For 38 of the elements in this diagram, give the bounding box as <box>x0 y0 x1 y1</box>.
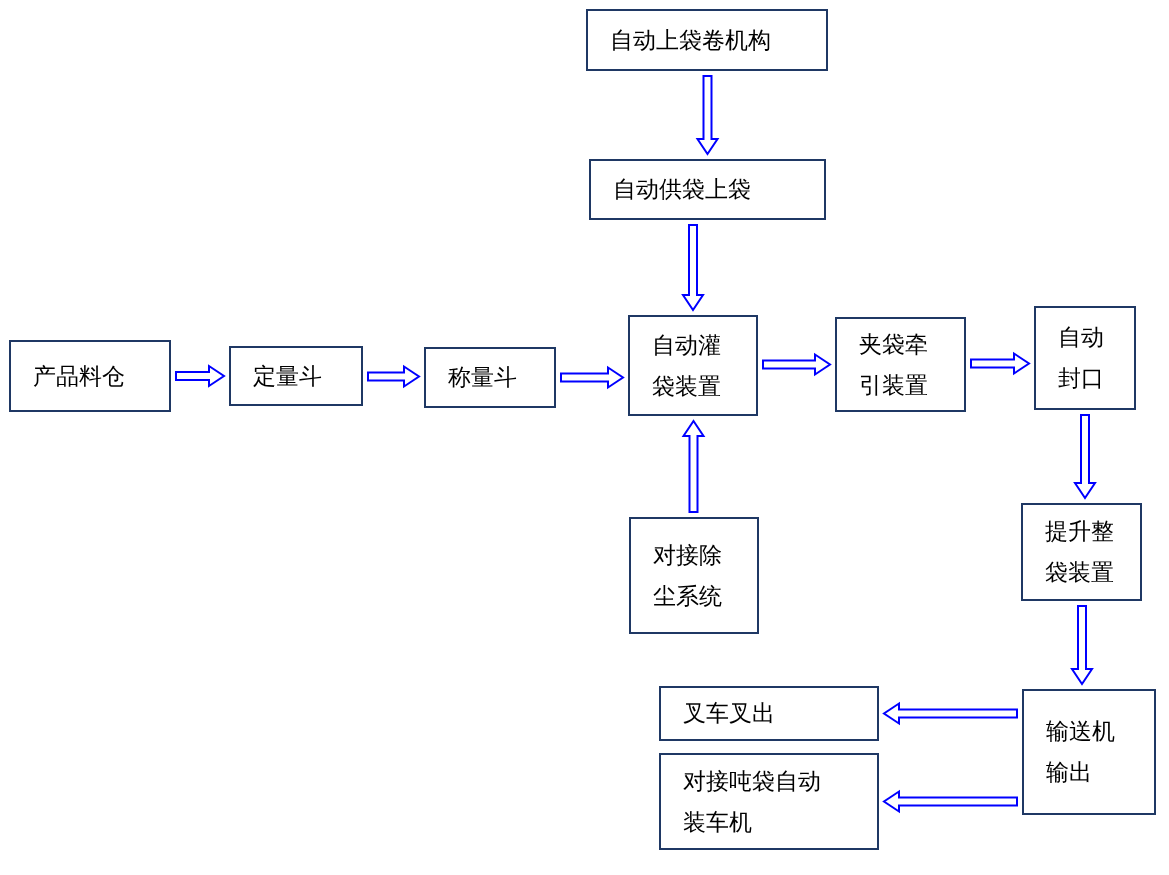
block-arrow <box>175 364 226 388</box>
process-box <box>659 686 879 741</box>
process-box <box>628 315 758 416</box>
box-label: 对接吨袋自动装车机 <box>683 767 822 837</box>
process-box <box>1021 503 1142 601</box>
box-label: 称量斗 <box>448 364 518 392</box>
block-arrow <box>970 351 1031 376</box>
block-arrow <box>681 224 705 312</box>
box-label: 叉车叉出 <box>683 700 776 728</box>
process-box <box>424 347 556 408</box>
box-label: 对接除尘系统 <box>653 541 723 611</box>
process-box <box>586 9 828 71</box>
process-box <box>229 346 363 406</box>
process-box <box>835 317 966 412</box>
process-box <box>659 753 879 850</box>
box-label: 定量斗 <box>253 362 323 391</box>
box-label: 自动封口 <box>1058 324 1105 393</box>
block-arrow <box>367 364 421 389</box>
box-label: 自动供袋上袋 <box>613 176 752 204</box>
process-box <box>629 517 759 634</box>
box-label: 输送机输出 <box>1046 718 1116 787</box>
process-box <box>1034 306 1136 410</box>
box-label: 自动上袋卷机构 <box>610 26 772 55</box>
box-label: 夹袋牵引装置 <box>859 330 929 400</box>
block-arrow <box>681 419 706 513</box>
block-arrow <box>882 701 1018 726</box>
process-box <box>9 340 171 412</box>
block-arrow <box>560 365 625 390</box>
block-arrow <box>882 789 1018 814</box>
block-arrow <box>1070 605 1094 686</box>
block-arrow <box>1073 414 1097 500</box>
box-label: 提升整袋装置 <box>1045 518 1115 587</box>
box-label: 产品料仓 <box>33 362 126 391</box>
block-arrow <box>762 352 832 377</box>
box-label: 自动灌袋装置 <box>652 331 722 401</box>
block-arrow <box>695 75 720 156</box>
process-box <box>1022 689 1156 815</box>
process-box <box>589 159 826 220</box>
